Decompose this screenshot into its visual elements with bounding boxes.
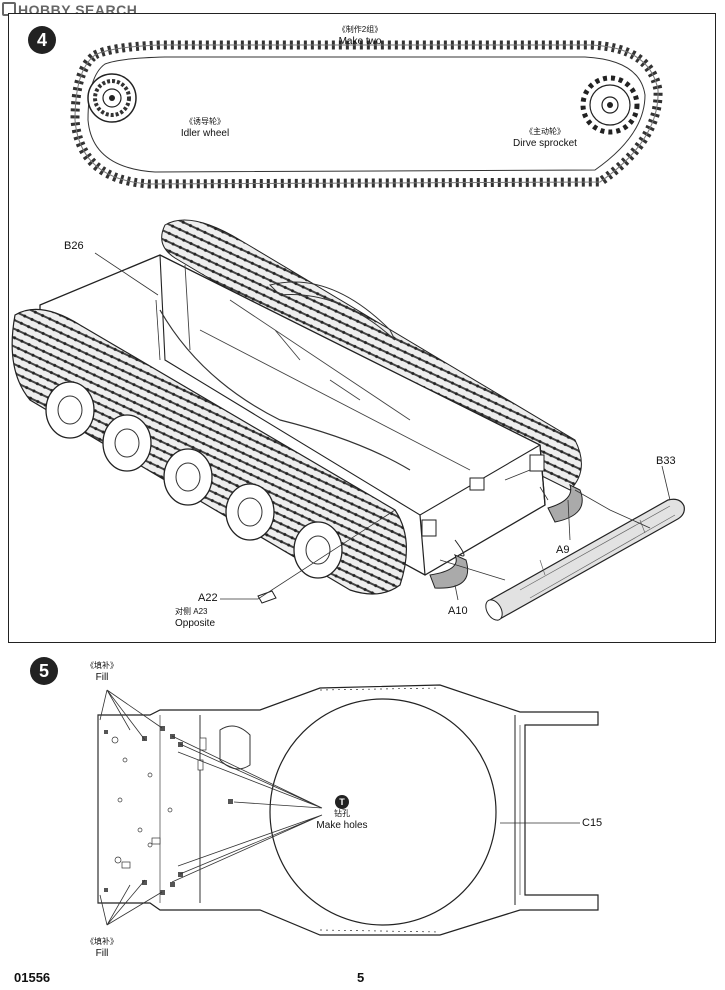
idler-wheel-label-cn: 《诱导轮》 (185, 117, 225, 126)
opposite-label: 对侧 A23 Opposite (175, 606, 235, 630)
drive-sprocket-label-cn: 《主动轮》 (525, 127, 565, 136)
drive-sprocket-label: 《主动轮》 Dirve sprocket (500, 126, 590, 150)
make-holes-label-en: Make holes (316, 820, 368, 831)
make-two-label-en: Make two (338, 36, 382, 47)
make-holes-label: T 钻孔 Make holes (310, 796, 374, 832)
part-a10-drawing (429, 553, 468, 589)
opposite-label-en: Opposite (175, 618, 216, 629)
part-a22-label: A22 (198, 592, 218, 604)
fill-label-bottom: 《填补》 Fill (82, 936, 122, 960)
make-holes-label-cn: 钻孔 (334, 809, 350, 818)
part-a9-drawing (547, 484, 583, 523)
idler-wheel-label-en: Idler wheel (180, 128, 230, 139)
make-two-label-cn: 《制作2组》 (337, 25, 383, 34)
fill-label-bottom-cn: 《填补》 (86, 937, 118, 946)
idler-wheel-drawing (87, 73, 137, 123)
step-number-5: 5 (30, 657, 58, 685)
part-b33-label: B33 (656, 455, 676, 467)
drill-marker (335, 795, 349, 809)
part-c15-label: C15 (582, 817, 603, 829)
step-number-4: 4 (28, 26, 56, 54)
part-a9-label: A9 (556, 544, 570, 556)
page-number: 5 (357, 970, 365, 985)
fill-label-top: 《填补》 Fill (82, 660, 122, 684)
opposite-label-cn: 对侧 (175, 607, 191, 616)
fill-label-top-en: Fill (95, 672, 109, 683)
hull-underside-drawing (97, 684, 599, 936)
fill-label-top-cn: 《填补》 (86, 661, 118, 670)
drive-sprocket-label-en: Dirve sprocket (513, 138, 577, 149)
part-b26-label: B26 (64, 240, 84, 252)
part-b33-log (485, 498, 685, 621)
drill-icon: T (339, 797, 345, 807)
part-a10-label: A10 (448, 605, 468, 617)
fill-label-bottom-en: Fill (95, 948, 109, 959)
drive-sprocket-drawing (580, 75, 640, 135)
idler-wheel-label: 《诱导轮》 Idler wheel (165, 116, 245, 140)
part-a23-label: A23 (193, 607, 208, 616)
kit-code: 01556 (14, 970, 51, 985)
track-loop (70, 40, 663, 189)
make-two-label: 《制作2组》 Make two (320, 24, 400, 48)
hull-assembly (11, 219, 582, 595)
